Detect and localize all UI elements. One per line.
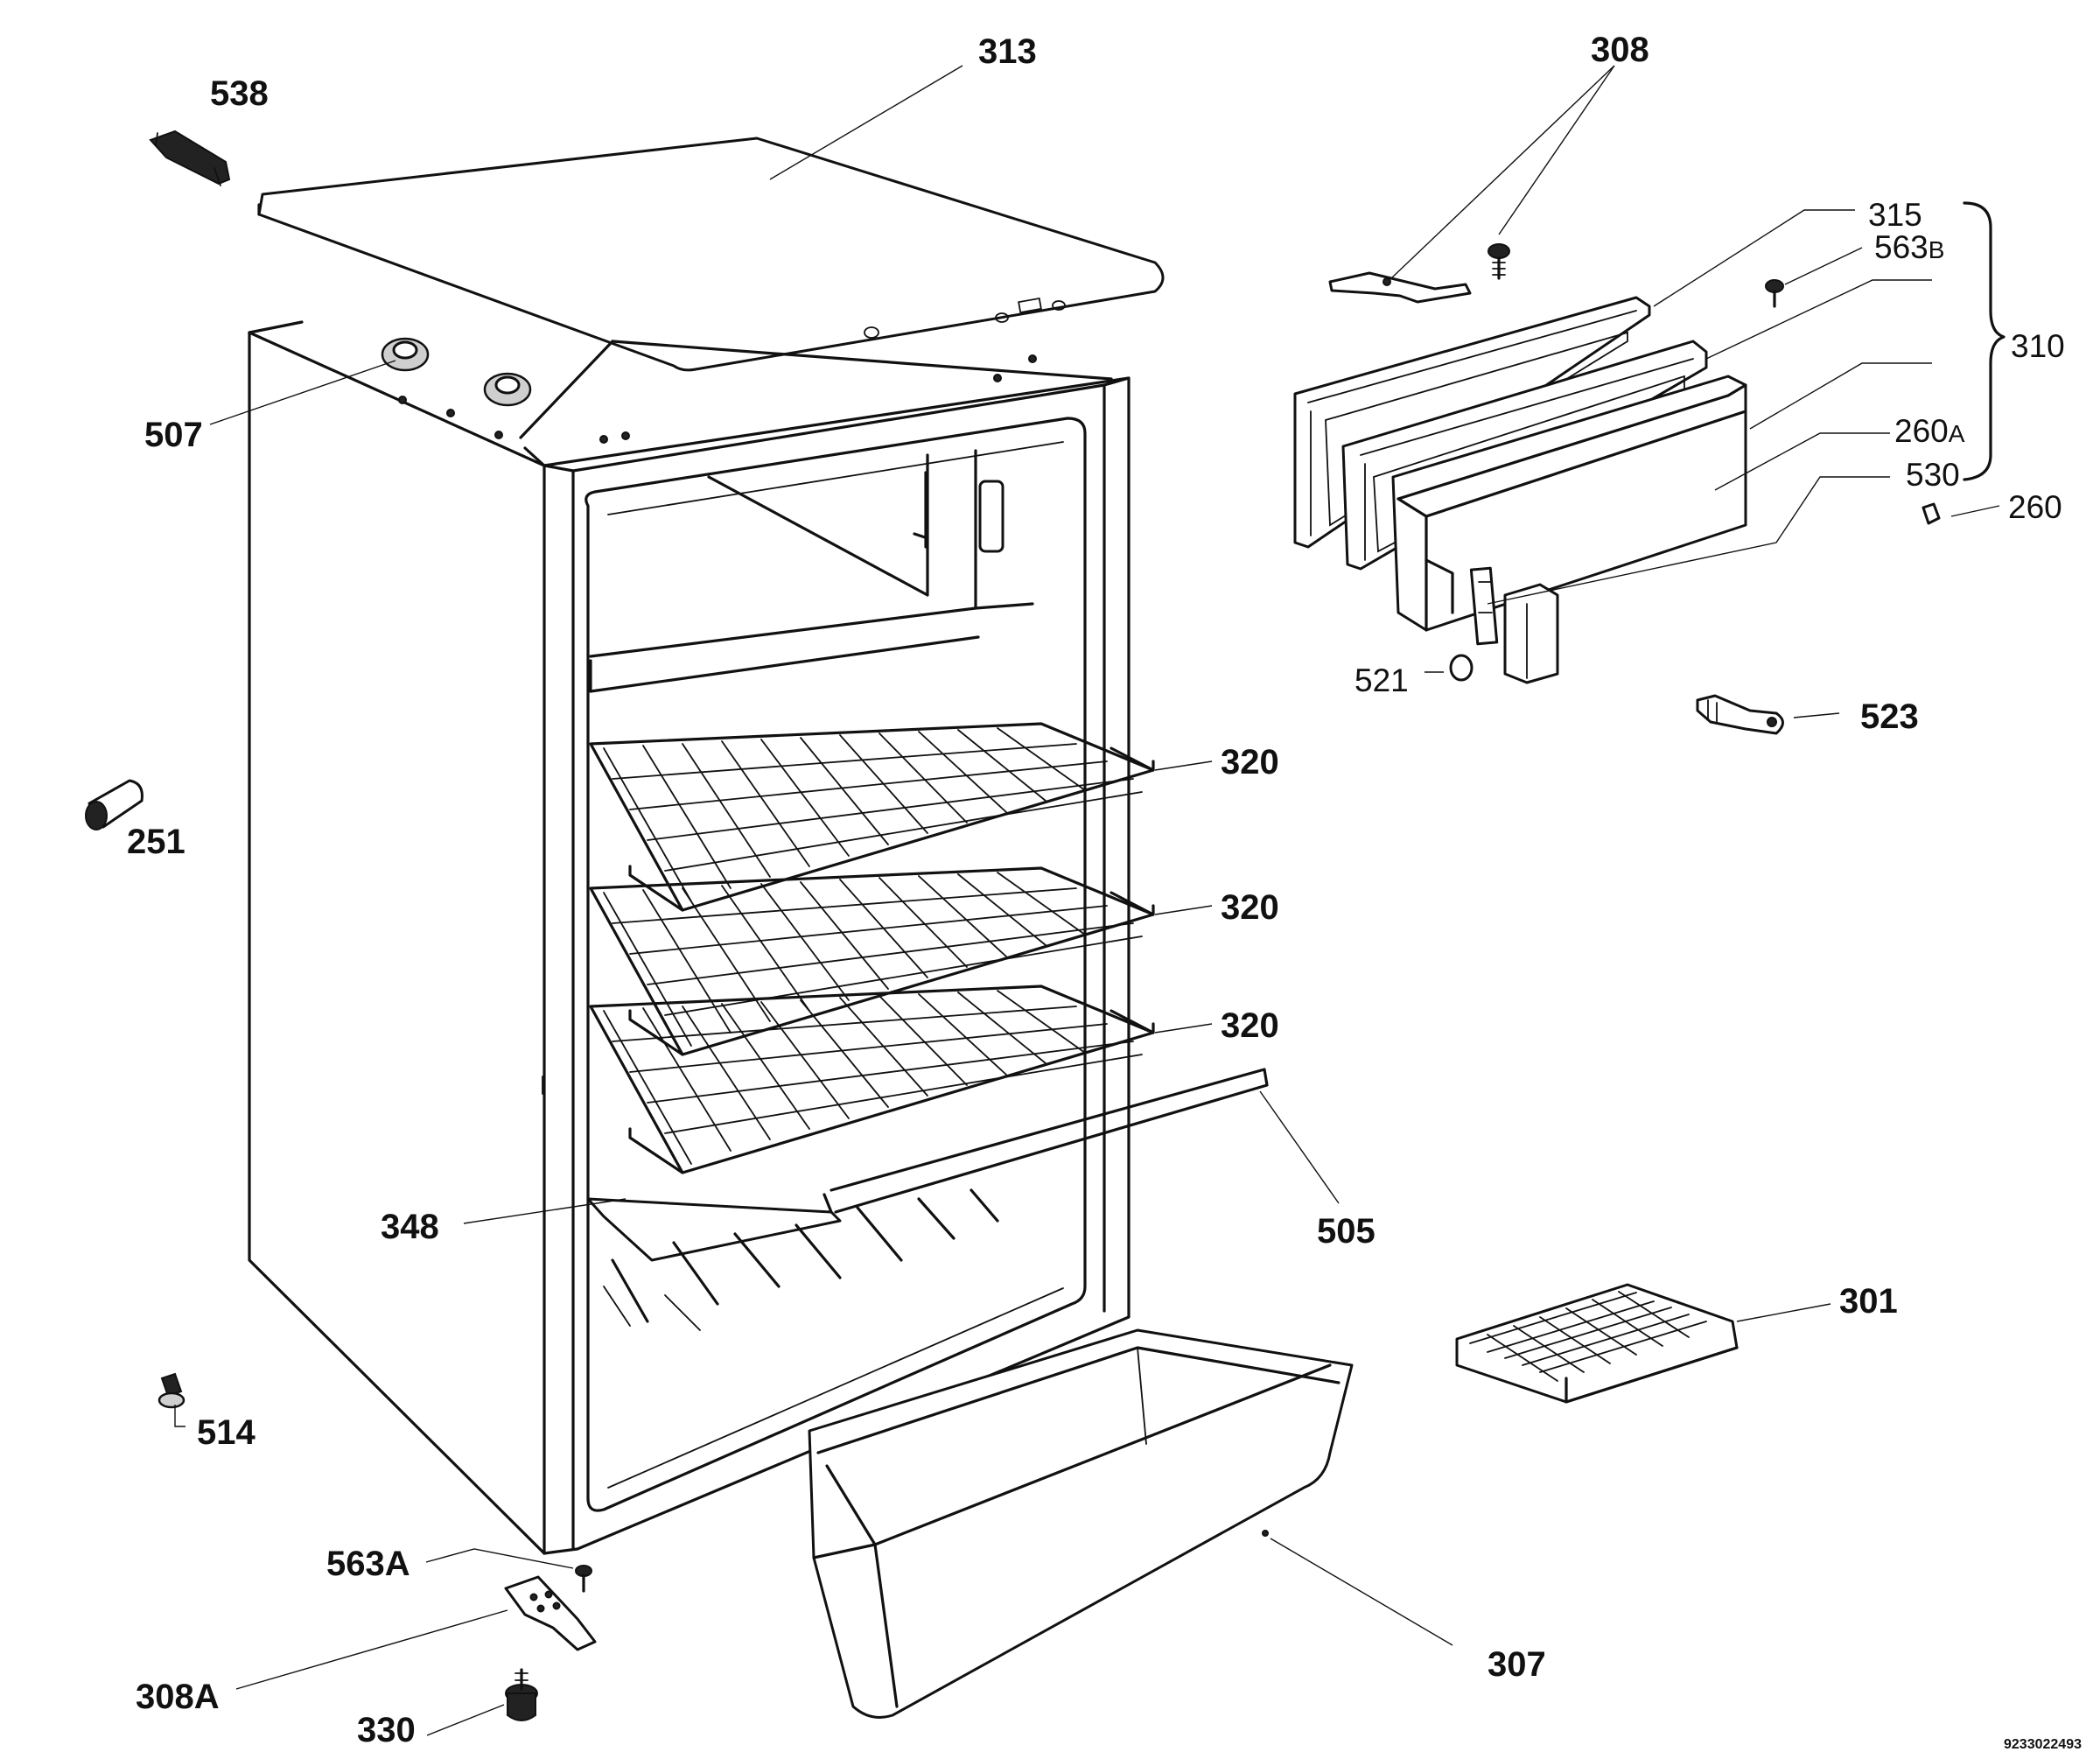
wire-shelves-drawing [589,722,1155,1174]
adjustable-foot-330-drawing [505,1668,538,1721]
label-313: 313 [978,32,1037,71]
label-307: 307 [1488,1645,1546,1684]
label-514: 514 [197,1413,256,1452]
top-cover-313-drawing [257,137,1165,372]
glass-shelf-348-drawing [586,1068,1269,1331]
label-521: 521 [1354,662,1409,698]
label-251: 251 [127,823,186,861]
label-563a: 563A [326,1545,410,1583]
hinge-bracket-308a-drawing [504,1575,597,1651]
label-563b: 563B [1874,229,1944,265]
hinge-bracket-308-drawing [1328,271,1472,304]
label-530: 530 [1906,457,1960,493]
label-320-upper: 320 [1221,743,1279,781]
label-320-lower: 320 [1221,1006,1279,1045]
door-pin-523-drawing [1696,694,1784,735]
label-523: 523 [1860,697,1919,736]
foot-507-drawing [381,337,532,407]
label-301: 301 [1839,1282,1898,1321]
label-310: 310 [2011,328,2065,364]
clip-260-drawing [1922,502,1941,525]
leader-lines [174,65,2006,1736]
label-507: 507 [144,416,203,454]
ice-tray-301-drawing [1455,1283,1739,1404]
label-260a: 260A [1894,413,1965,449]
hinge-part-538-drawing [149,130,231,186]
label-260: 260 [2008,489,2062,525]
document-code: 9233022493 [2004,1737,2082,1752]
label-315: 315 [1868,197,1922,233]
part-251-drawing [85,779,144,830]
label-348: 348 [381,1208,439,1246]
screw-308-drawing [1488,243,1510,280]
label-308: 308 [1591,31,1649,69]
part-514-drawing [158,1372,186,1409]
cap-521-drawing [1449,654,1474,682]
crisper-drawer-307-drawing [808,1328,1354,1719]
screw-563b-drawing [1765,279,1784,308]
label-538: 538 [210,74,269,113]
label-320-middle: 320 [1221,888,1279,927]
part-labels: 538 313 308 315 563B 310 260A 530 260 50… [127,31,2082,1752]
label-505: 505 [1317,1212,1376,1251]
cabinet-drawing [248,320,1130,1555]
label-308a: 308A [136,1678,220,1716]
screw-563a-drawing [575,1565,592,1593]
door-assembly-310-drawing [1293,296,1747,684]
label-330: 330 [357,1711,416,1749]
